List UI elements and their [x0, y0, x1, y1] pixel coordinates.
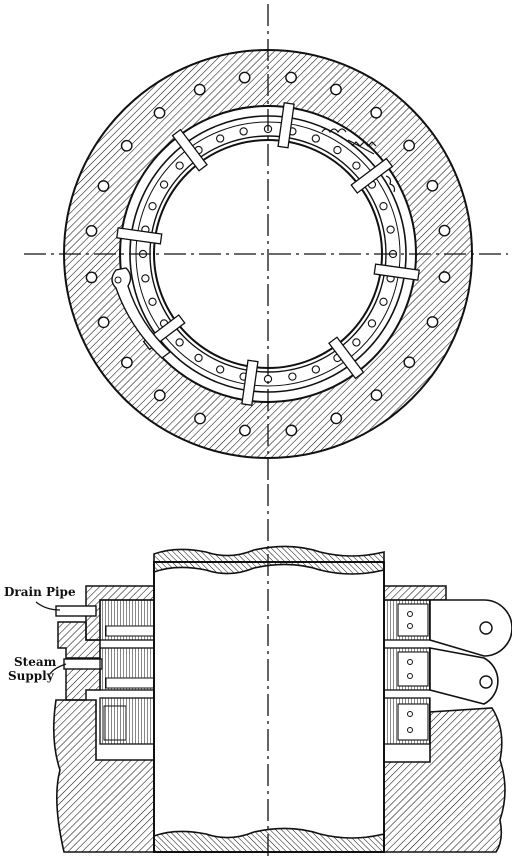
flange-bolt-hole [285, 424, 298, 437]
ring-hole [194, 353, 203, 363]
flange-bolt-hole [438, 224, 451, 237]
ring-hole [386, 225, 395, 234]
ring-hole [216, 134, 225, 143]
segment-plate [350, 157, 394, 194]
ring-hole [175, 161, 184, 170]
flange-bolt-hole [194, 412, 206, 425]
flange-bolt-hole [153, 106, 166, 119]
lug-lower-hole [479, 675, 493, 689]
shaft-top-break [153, 545, 385, 575]
left-ring-band-1 [105, 625, 155, 637]
lever-pivot [114, 276, 122, 284]
drain-pipe-label: Drain Pipe [4, 585, 76, 599]
ring-hole [379, 202, 388, 211]
drain-pipe-leader [35, 601, 61, 611]
steam-label: Steam [14, 655, 57, 669]
flange-bolt-hole [153, 389, 166, 402]
ring-hole [141, 274, 150, 283]
ring-hole [352, 161, 361, 170]
segment-plates [116, 102, 420, 406]
right-clamp-2 [397, 651, 429, 687]
right-clamp-bolts [407, 611, 413, 733]
ring-hole [148, 202, 157, 211]
ring-holes [138, 124, 398, 384]
flange-bolt-hole [238, 71, 251, 84]
segment-plate [171, 128, 208, 172]
flange-bolt-hole [97, 180, 110, 192]
drain-pipe [55, 605, 97, 617]
segment-plate [241, 359, 259, 406]
ring-hole [367, 319, 377, 328]
flange-bolt-hole [330, 412, 343, 425]
left-ring-band-3 [103, 705, 127, 741]
shaft [153, 561, 385, 853]
ring-hole [288, 372, 297, 381]
base-right [383, 707, 506, 853]
flange-bolt-hole [330, 83, 342, 96]
ring-hole [216, 365, 225, 374]
flange-bolt-hole [193, 83, 206, 96]
flange-bolt-hole [426, 316, 439, 328]
housing-right-top [383, 585, 447, 601]
flange-bolt-hole [97, 316, 110, 329]
section-view [35, 484, 512, 857]
flange-bolt-hole [85, 225, 98, 237]
base-left [52, 699, 155, 853]
flange-bolt-hole [285, 71, 297, 84]
segment-plate [277, 102, 295, 149]
ring-hole [311, 134, 320, 143]
flange-bolt-hole [370, 389, 383, 402]
ring-hole [311, 365, 320, 374]
spring-detail [321, 128, 396, 193]
lever-arm [111, 267, 172, 359]
flange-bolt-hole [403, 356, 416, 369]
shaft-bottom-break [153, 827, 385, 853]
ring-hole [352, 338, 361, 347]
ring-hole [239, 127, 248, 136]
right-clamp-1 [397, 603, 429, 637]
flange-bolt-hole [85, 271, 98, 284]
ring-hole [148, 297, 157, 306]
flange-bolt-hole [120, 356, 133, 369]
flange-bolt-hole [438, 271, 451, 283]
left-ring-band-2 [105, 677, 155, 689]
ring-hole [379, 297, 388, 306]
flange-bolt-hole [120, 139, 133, 152]
lug-lower [429, 647, 499, 705]
flange-bolt-holes [85, 71, 451, 437]
ring-hole [175, 338, 184, 347]
ring-hole [159, 180, 169, 189]
supply-label: Supply [8, 669, 54, 683]
ring-hole [333, 145, 342, 155]
flange-bolt-hole [403, 139, 416, 152]
lug-upper [429, 599, 512, 657]
steam-pipe [63, 658, 103, 670]
right-clamp-3 [397, 703, 429, 741]
segment-plate [116, 227, 163, 245]
plan-view [24, 4, 508, 480]
flange-bolt-hole [370, 106, 383, 119]
flange-bolt-hole [239, 424, 251, 437]
flange-bolt-hole [426, 179, 439, 192]
steam-supply-leader [49, 663, 67, 675]
segment-plate [373, 263, 420, 281]
segment-plate [328, 336, 365, 380]
lug-upper-hole [479, 621, 493, 635]
